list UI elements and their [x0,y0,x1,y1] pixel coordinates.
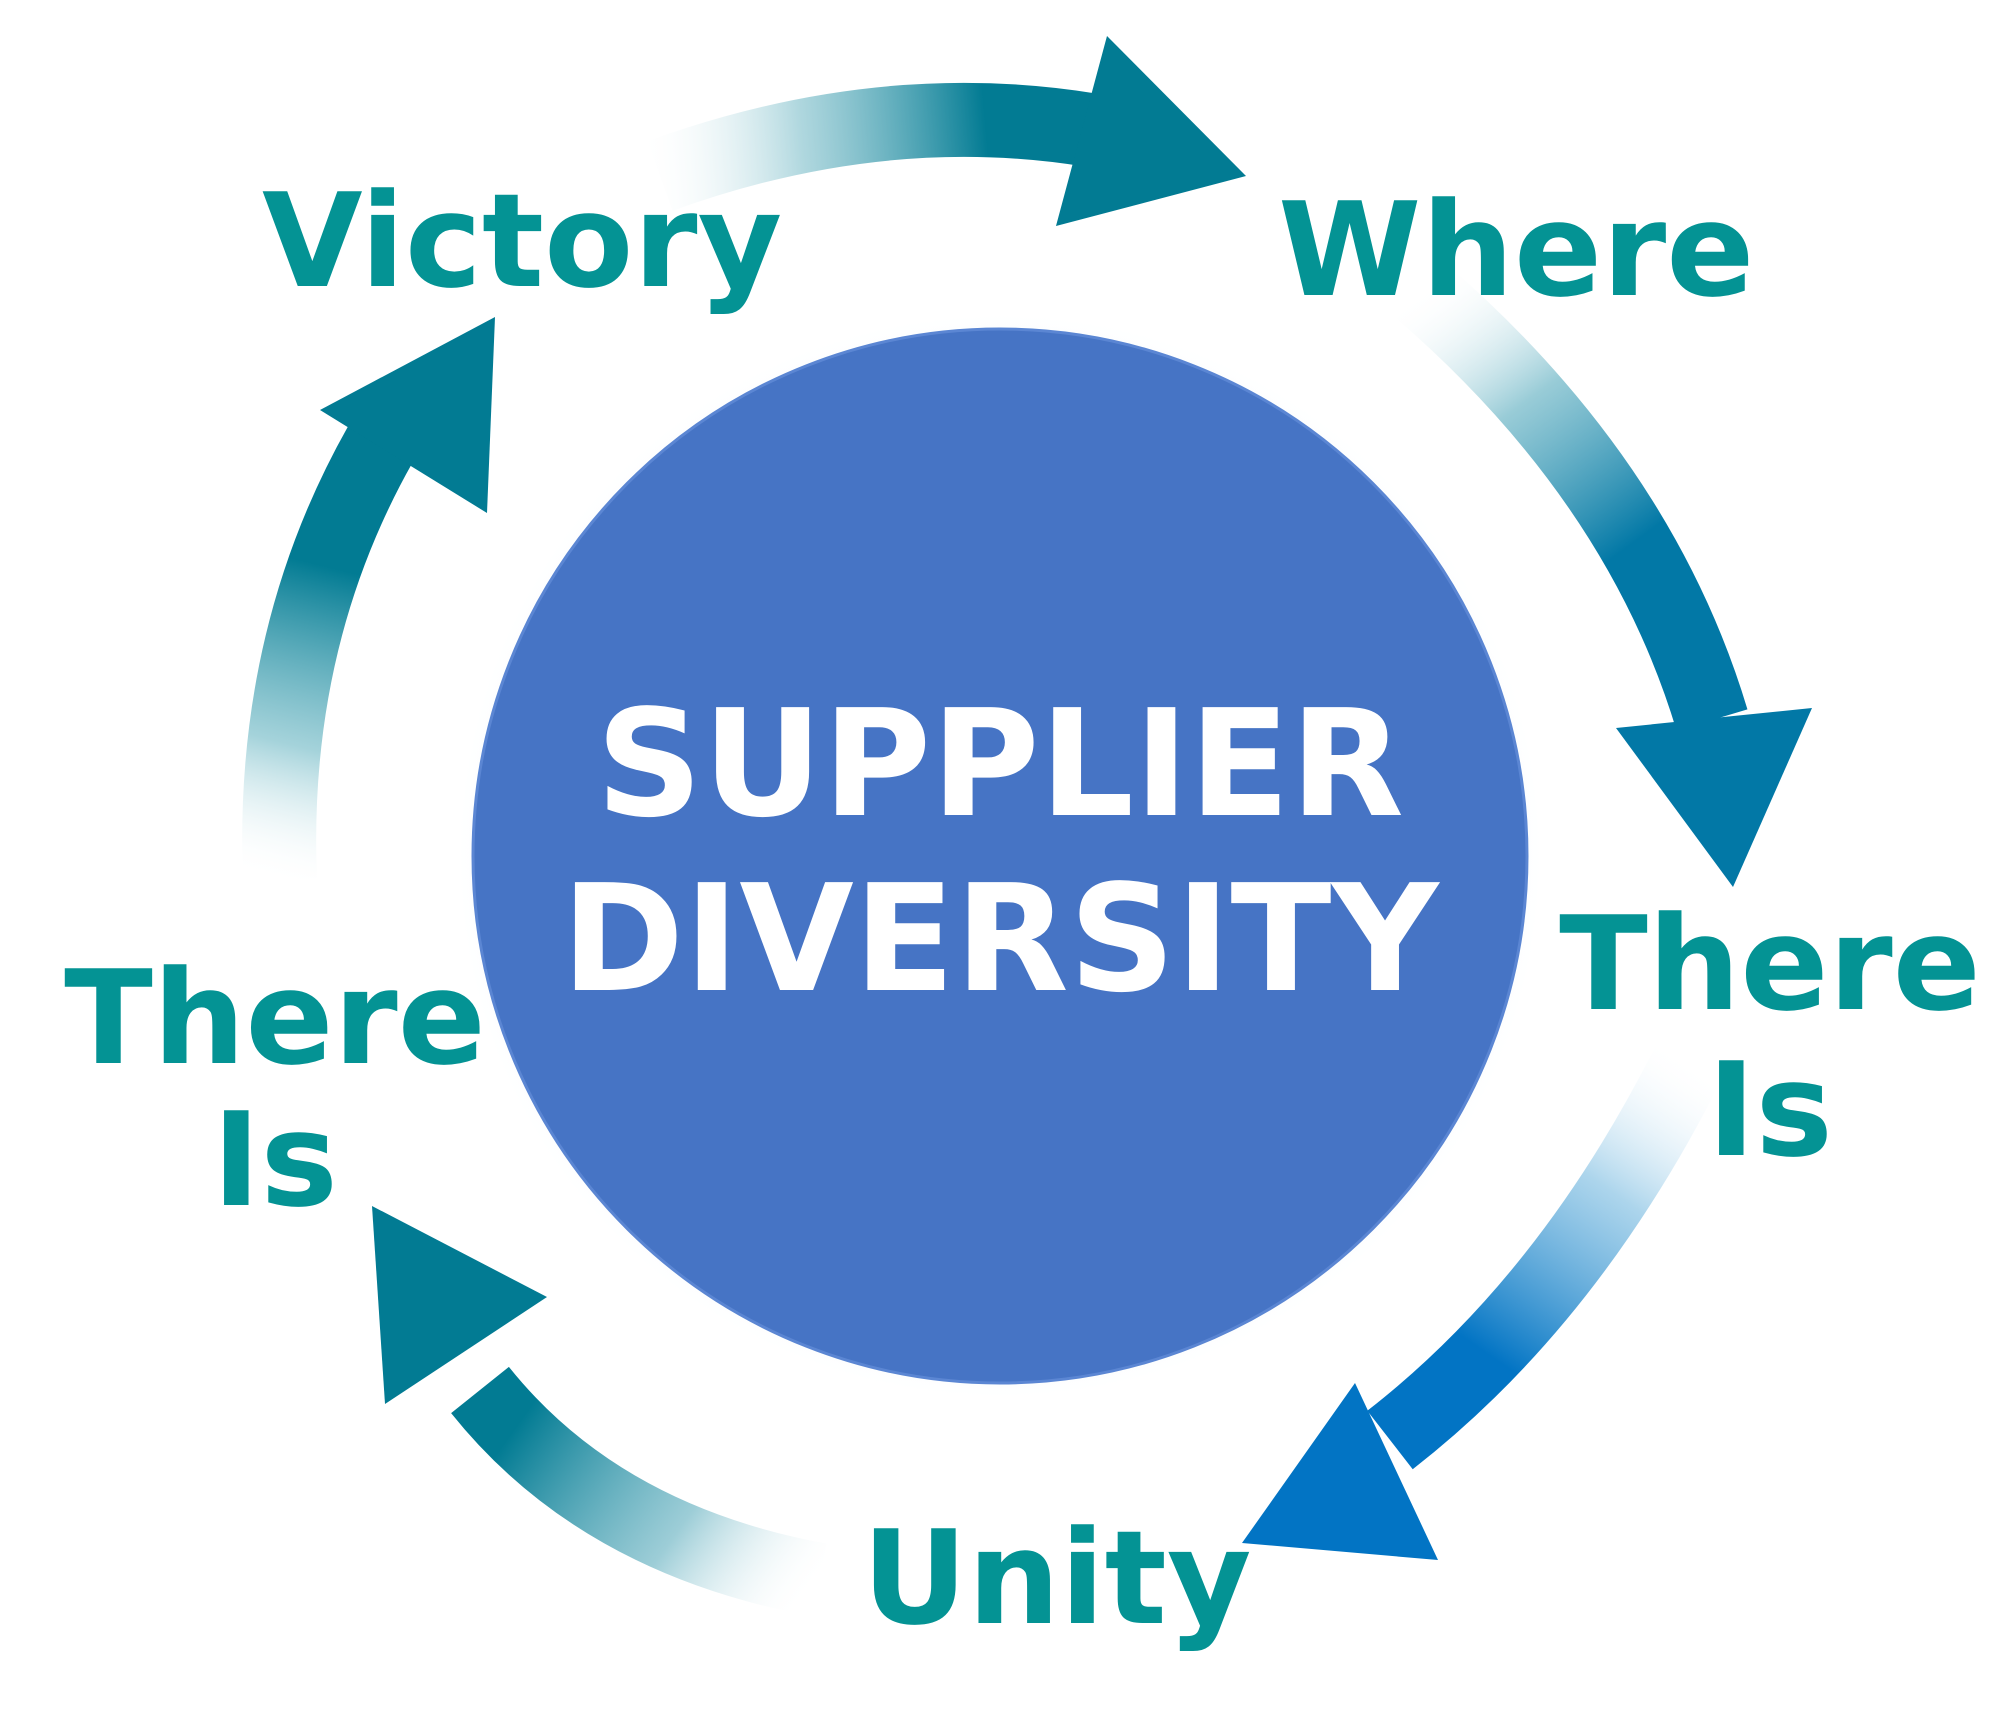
arrow-there-is-to-victory [242,317,495,882]
center-title-line1: SUPPLIER [596,678,1404,850]
arrow-head-top [1056,36,1246,226]
arrow-victory-to-where [647,36,1246,226]
center-circle [471,327,1529,1385]
label-where: Where [1278,174,1754,326]
label-is-right: Is [1707,1034,1833,1186]
label-is-left: Is [212,1084,338,1236]
center-title-line2: DIVERSITY [561,853,1440,1025]
arrow-there-is-to-unity [1242,1043,1724,1560]
label-unity: Unity [862,1502,1252,1654]
arrow-head-bottom-left [372,1206,547,1404]
arrow-unity-to-there-is [372,1206,827,1617]
label-there-right: There [1559,888,1981,1040]
arrow-head-right [1616,708,1812,887]
label-victory: Victory [262,165,782,317]
label-there-left: There [64,942,486,1094]
arrow-head-bottom-right [1242,1383,1438,1560]
arrow-head-left [320,317,495,513]
arrow-where-to-there-is [1395,262,1812,887]
